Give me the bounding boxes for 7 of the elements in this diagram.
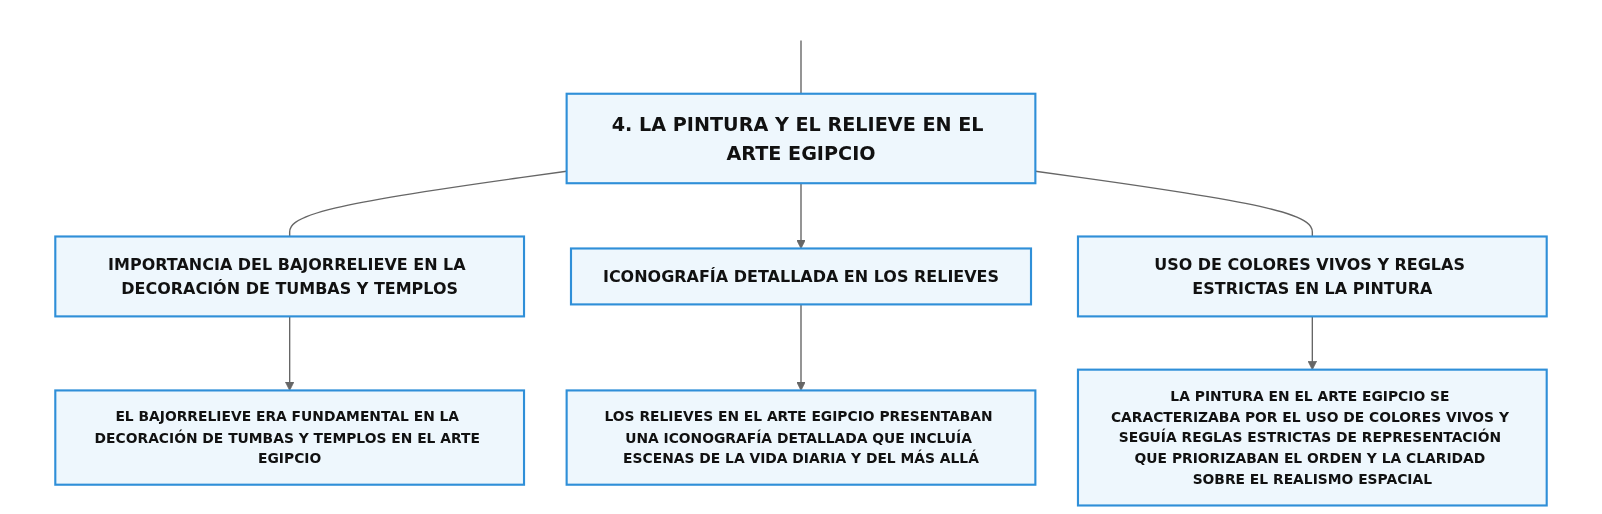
- node-box: 4. LA PINTURA Y EL RELIEVE EN EL ARTE EGIPCIO: [565, 92, 1037, 185]
- node-box: IMPORTANCIA DEL BAJORRELIEVE EN LA DECORACIÓN DE TUMBAS Y TEMPLOS: [54, 235, 526, 318]
- node-box: EL BAJORRELIEVE ERA FUNDAMENTAL EN LA DECORACIÓN DE TUMBAS Y TEMPLOS EN EL ARTE EGIPCIO: [54, 389, 526, 486]
- node-box: ICONOGRAFÍA DETALLADA EN LOS RELIEVES: [569, 247, 1033, 306]
- node-box: USO DE COLORES VIVOS Y REGLAS ESTRICTAS EN LA PINTURA: [1076, 235, 1548, 318]
- node-box: LA PINTURA EN EL ARTE EGIPCIO SE CARACTERIZABA POR EL USO DE COLORES VIVOS Y SEGUÍA REGLAS ESTRICTAS DE REPRESENTACIÓN QUE PRIORIZABAN EL ORDEN Y LA CLARIDAD SOBRE EL REALISMO ESPACIAL: [1076, 368, 1548, 507]
- node-box: LOS RELIEVES EN EL ARTE EGIPCIO PRESENTABAN UNA ICONOGRAFÍA DETALLADA QUE INCLUÍA ESCENAS DE LA VIDA DIARIA Y DEL MÁS ALLÁ: [565, 389, 1037, 486]
